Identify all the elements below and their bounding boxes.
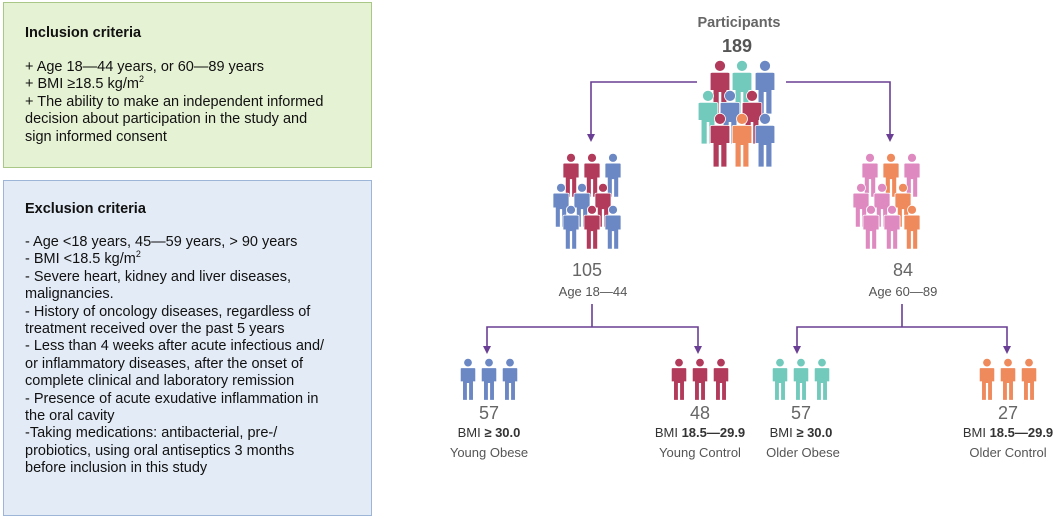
arrow-to-young-obese: [483, 326, 592, 354]
person-figure: [754, 112, 776, 168]
young-obese-count: 57: [479, 403, 499, 423]
person-figure: [861, 152, 879, 198]
person-figure: [978, 357, 996, 401]
person-figure: [670, 357, 688, 401]
person-figure: [883, 204, 901, 250]
older-control-bmi: BMI 18.5—29.9: [963, 425, 1053, 440]
older-obese-people-icon: [771, 357, 831, 401]
exclusion-line: before inclusion in this study: [25, 460, 208, 477]
exclusion-line: -Taking medications: antibacterial, pre-…: [25, 425, 278, 442]
person-figure: [1020, 357, 1038, 401]
arrow-to-older: [786, 81, 894, 142]
older-obese-count: 57: [791, 403, 811, 423]
person-figure: [731, 112, 753, 168]
exclusion-line: - Severe heart, kidney and liver disease…: [25, 268, 291, 285]
young-people-icon: [552, 152, 622, 250]
exclusion-title: Exclusion criteria: [25, 201, 146, 217]
person-figure: [999, 357, 1017, 401]
older-obese-bmi: BMI ≥ 30.0: [770, 425, 833, 440]
person-figure: [712, 357, 730, 401]
exclusion-line: treatment received over the past 5 years: [25, 321, 285, 338]
person-figure: [583, 204, 601, 250]
exclusion-line: or inflammatory diseases, after the onse…: [25, 355, 304, 372]
person-figure: [562, 152, 580, 198]
young-control-label: Young Control: [659, 445, 741, 460]
person-figure: [903, 152, 921, 198]
young-control-bmi: BMI 18.5—29.9: [655, 425, 745, 440]
person-figure: [562, 204, 580, 250]
person-figure: [709, 112, 731, 168]
person-figure: [862, 204, 880, 250]
older-age-label: Age 60—89: [869, 284, 938, 299]
participants-title: Participants: [698, 15, 781, 31]
young-count: 105: [572, 260, 602, 280]
exclusion-line: - History of oncology diseases, regardle…: [25, 303, 311, 320]
person-figure: [792, 357, 810, 401]
exclusion-line: - Less than 4 weeks after acute infectio…: [25, 338, 325, 355]
young-obese-label: Young Obese: [450, 445, 528, 460]
person-figure: [691, 357, 709, 401]
person-figure: [459, 357, 477, 401]
person-figure: [903, 204, 921, 250]
person-figure: [882, 152, 900, 198]
older-control-count: 27: [998, 403, 1018, 423]
inclusion-title: Inclusion criteria: [25, 25, 142, 41]
exclusion-line: - Age <18 years, 45—59 years, > 90 years: [25, 234, 298, 250]
person-figure: [771, 357, 789, 401]
exclusion-line: malignancies.: [25, 286, 114, 303]
person-figure: [480, 357, 498, 401]
inclusion-line: decision about participation in the stud…: [25, 111, 308, 128]
young-age-label: Age 18—44: [559, 284, 628, 299]
older-control-label: Older Control: [969, 445, 1046, 460]
exclusion-list: - Age <18 years, 45—59 years, > 90 years…: [25, 234, 324, 478]
arrow-to-older-obese: [793, 326, 902, 354]
person-figure: [501, 357, 519, 401]
inclusion-line: + BMI ≥18.5 kg/m2: [25, 74, 144, 93]
older-obese-label: Older Obese: [766, 445, 840, 460]
participants-people-icon: [697, 59, 776, 168]
participants-count: 189: [722, 36, 752, 56]
older-count: 84: [893, 260, 913, 280]
young-control-people-icon: [670, 357, 730, 401]
exclusion-line: probiotics, using oral antiseptics 3 mon…: [25, 442, 295, 459]
arrow-to-young: [587, 81, 697, 142]
exclusion-line: - Presence of acute exudative inflammati…: [25, 390, 319, 407]
young-control-count: 48: [690, 403, 710, 423]
exclusion-line: the oral cavity: [25, 408, 115, 425]
arrow-to-older-control: [902, 326, 1011, 354]
person-figure: [604, 204, 622, 250]
inclusion-line: sign informed consent: [25, 128, 167, 145]
inclusion-list: + Age 18—44 years, or 60—89 years + BMI …: [25, 59, 323, 146]
person-figure: [813, 357, 831, 401]
arrow-to-young-control: [592, 326, 702, 354]
inclusion-criteria-box: Inclusion criteria + Age 18—44 years, or…: [3, 2, 372, 168]
inclusion-line: + The ability to make an independent inf…: [25, 93, 324, 110]
exclusion-line: complete clinical and laboratory remissi…: [25, 373, 295, 390]
inclusion-line: + Age 18—44 years, or 60—89 years: [25, 59, 264, 75]
young-obese-bmi: BMI ≥ 30.0: [458, 425, 521, 440]
person-figure: [604, 152, 622, 198]
older-people-icon: [852, 152, 921, 250]
exclusion-criteria-box: Exclusion criteria - Age <18 years, 45—5…: [3, 180, 372, 516]
person-figure: [583, 152, 601, 198]
exclusion-line: - BMI <18.5 kg/m2: [25, 249, 141, 268]
older-control-people-icon: [978, 357, 1038, 401]
young-obese-people-icon: [459, 357, 519, 401]
